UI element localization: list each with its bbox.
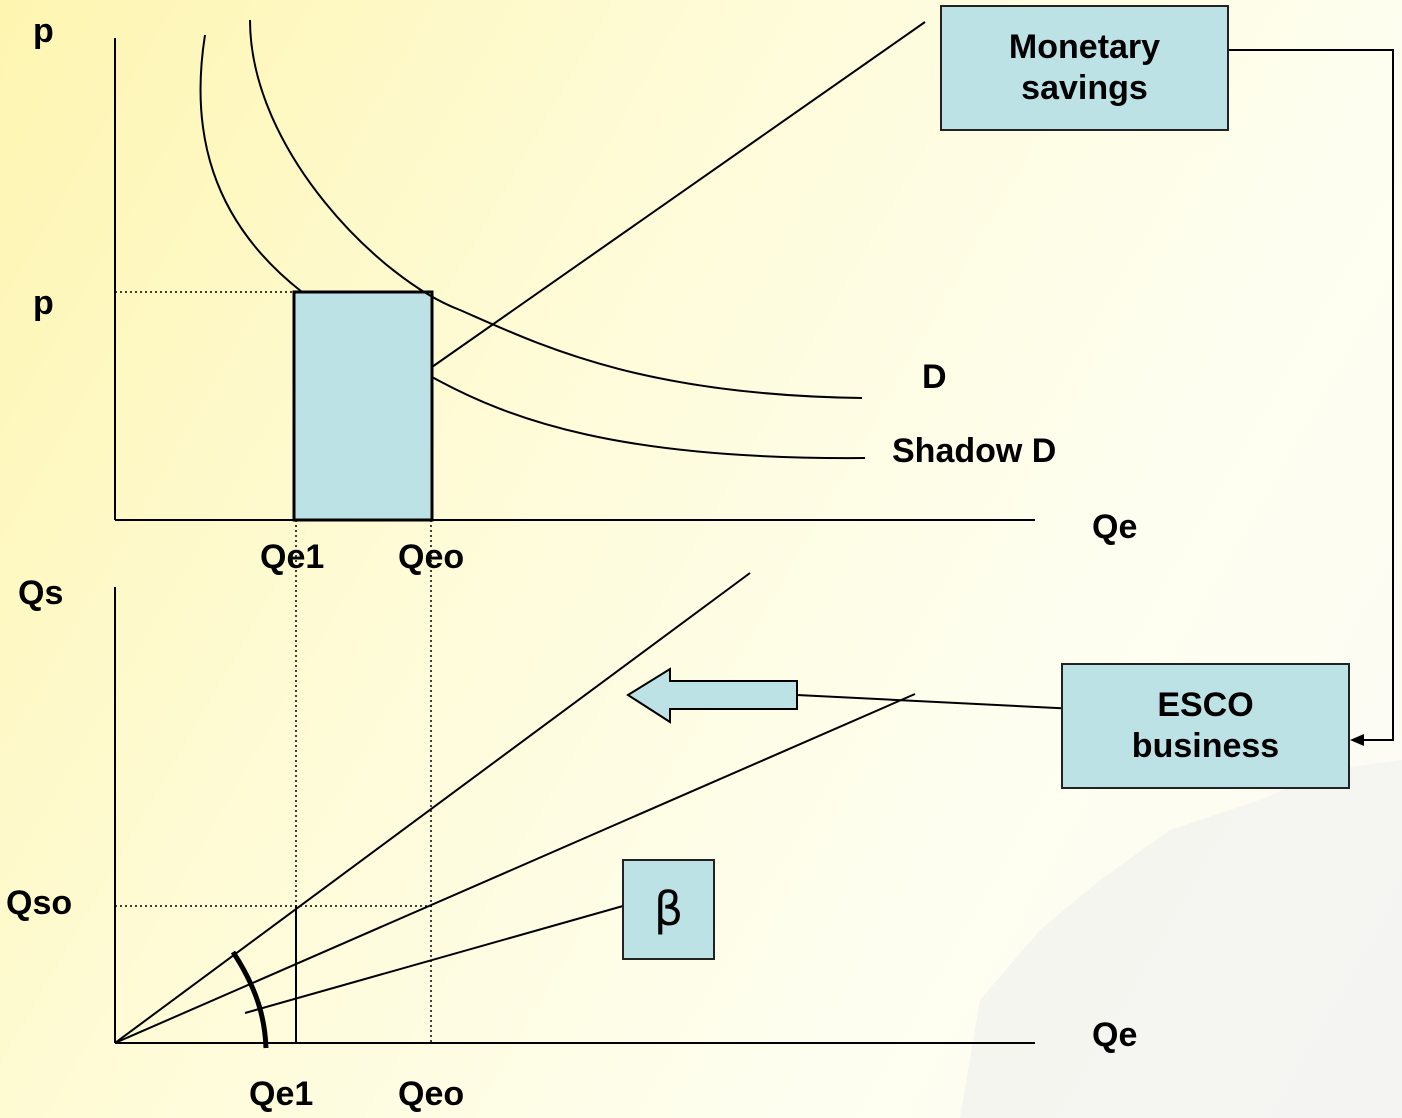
angle-arc bbox=[230, 950, 269, 1049]
monetary-savings-box: Monetary savings bbox=[940, 5, 1229, 131]
europe-map-watermark bbox=[960, 760, 1402, 1118]
top-qe1-tick: Qe1 bbox=[260, 538, 325, 576]
qso-label: Qso bbox=[6, 884, 73, 922]
steep-ray bbox=[114, 572, 751, 1044]
beta-box: β bbox=[622, 859, 715, 960]
bottom-y-axis-label: Qs bbox=[18, 574, 64, 612]
price-label: p bbox=[33, 284, 54, 322]
shallow-ray bbox=[114, 693, 916, 1044]
bottom-qeo-tick: Qeo bbox=[398, 1075, 465, 1113]
beta-pointer-line bbox=[244, 905, 624, 1014]
savings-diagonal-line bbox=[431, 21, 926, 368]
top-y-axis-label: p bbox=[33, 12, 54, 50]
esco-business-box: ESCO business bbox=[1061, 663, 1350, 789]
esco-business-line-1: ESCO bbox=[1157, 686, 1254, 725]
esco-pointer-line bbox=[796, 694, 1078, 710]
monetary-savings-line-2: savings bbox=[1021, 69, 1148, 107]
bottom-x-axis-label: Qe bbox=[1092, 1016, 1138, 1054]
beta-symbol: β bbox=[653, 881, 684, 936]
esco-business-line-2: business bbox=[1131, 727, 1280, 765]
top-qeo-tick: Qeo bbox=[398, 538, 465, 576]
top-x-axis-label: Qe bbox=[1092, 508, 1138, 546]
monetary-savings-line-1: Monetary bbox=[1008, 28, 1161, 67]
rotation-arrow-icon bbox=[626, 667, 798, 724]
savings-rectangle bbox=[292, 290, 434, 522]
shadow-demand-label: Shadow D bbox=[892, 432, 1057, 470]
shadow-demand-lower-curve bbox=[431, 376, 866, 460]
connector-line bbox=[1228, 49, 1394, 741]
demand-curve bbox=[249, 19, 863, 399]
shadow-demand-upper-curve bbox=[199, 34, 303, 293]
connector-arrowhead bbox=[1350, 734, 1364, 746]
demand-label: D bbox=[922, 358, 947, 396]
bottom-qe1-tick: Qe1 bbox=[249, 1075, 314, 1113]
